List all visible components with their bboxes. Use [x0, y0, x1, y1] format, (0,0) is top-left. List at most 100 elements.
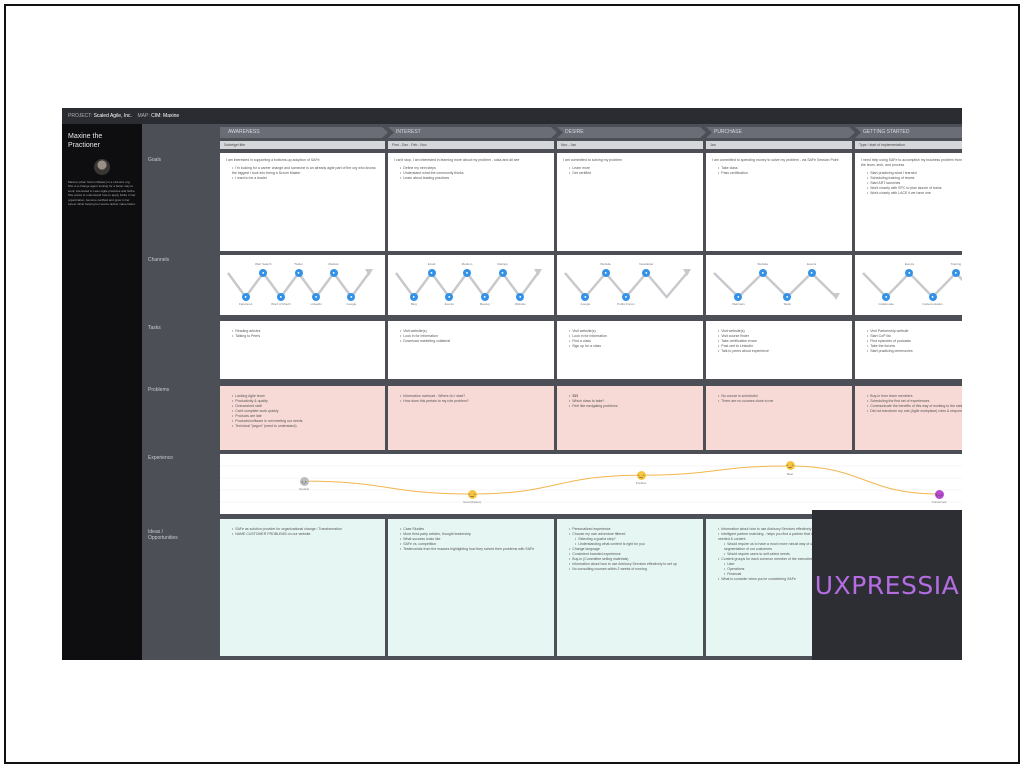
channel-icon[interactable]: ●: [622, 293, 630, 301]
channel-icon[interactable]: ●: [498, 269, 507, 277]
goal-card[interactable]: I need help using SAFe to accomplish my …: [855, 153, 962, 251]
list-item: Content groups for each common member of…: [718, 557, 846, 562]
stage-interest[interactable]: INTEREST: [388, 127, 557, 138]
task-card[interactable]: Reading articlesTalking to Peers: [220, 321, 385, 379]
channel-icon[interactable]: ●: [783, 293, 792, 301]
idea-card[interactable]: SAFe as solution provider for organizati…: [220, 519, 385, 656]
channel-label: Word of Mouth: [271, 302, 291, 306]
channel-icon[interactable]: ●: [347, 293, 356, 301]
task-card[interactable]: Visit Partnership websiteStart CoP listF…: [855, 321, 962, 379]
channel-icon[interactable]: ●: [427, 269, 436, 277]
list-item: Start CoP list: [867, 334, 962, 339]
channel-icon[interactable]: ●: [951, 269, 960, 277]
channel-icon[interactable]: ●: [601, 269, 610, 277]
channel-icon[interactable]: ●: [581, 293, 590, 301]
channel-icon[interactable]: ●: [905, 269, 914, 277]
problem-card[interactable]: Information overload - Where do I start?…: [388, 386, 554, 450]
card-intro: I am interested in supporting a bottoms-…: [226, 158, 320, 162]
list-item: Case Studies: [400, 527, 548, 532]
experience-label: Best: [786, 471, 793, 476]
list-item: SAFe as solution provider for organizati…: [232, 527, 379, 532]
task-card[interactable]: Visit website(s)Look in for informationD…: [388, 321, 554, 379]
stage-awareness[interactable]: AWARENESS: [220, 127, 388, 138]
list-item: No course is scheduled: [718, 394, 846, 399]
journey-map-app: PROJECT: Scaled Agile, Inc. MAP: CIM: Ma…: [62, 108, 962, 660]
channel-icon[interactable]: ●: [516, 293, 525, 301]
channel-icon[interactable]: ●: [329, 269, 338, 277]
list-item: I want to be a leader: [232, 176, 379, 181]
happy-emoji-icon[interactable]: ^‿^: [785, 461, 795, 471]
card-intro: I can't stop, I am interested in learnin…: [394, 158, 520, 162]
list-item: Talking to Peers: [232, 334, 379, 339]
list-item: Take certification exam: [718, 339, 846, 344]
idea-card[interactable]: Personalized experienceChoose my own adv…: [557, 519, 703, 656]
arrow-icon: [534, 269, 542, 276]
goal-card[interactable]: I can't stop, I am interested in learnin…: [388, 153, 554, 251]
happy-emoji-icon[interactable]: ^‿^: [636, 470, 646, 480]
list-item: Which class to take?: [569, 399, 697, 404]
stage-subtitle: Jan: [706, 141, 852, 149]
stage-purchase[interactable]: PURCHASE: [706, 127, 855, 138]
channel-icon[interactable]: ●: [463, 269, 471, 277]
channel-card: ●Blog●Email●Events●Medium●Meetup●Ratings…: [388, 255, 554, 315]
channel-icon[interactable]: ●: [928, 293, 937, 301]
channel-icon[interactable]: ●: [445, 293, 454, 301]
arrow-icon: [832, 293, 840, 300]
channel-card: ●Collaborate●Events●Implementation●Train…: [855, 255, 962, 315]
problem-card[interactable]: No course is scheduledThere are no cours…: [706, 386, 852, 450]
channel-icon[interactable]: ●: [882, 293, 891, 301]
list-item: Products/software is not meeting our nee…: [232, 419, 379, 424]
list-item: Download marketing collateral: [400, 339, 548, 344]
list-item: Sign up for a class: [569, 344, 697, 349]
list-item: Intelligent partner matching - helps you…: [718, 532, 846, 542]
avatar[interactable]: [94, 159, 110, 175]
channel-icon[interactable]: ●: [312, 293, 321, 301]
row-label-ideas: Ideas / Opportunities: [148, 529, 178, 541]
list-item: Communicate the benefits of this way of …: [867, 404, 962, 409]
list-item: $$$: [569, 394, 697, 399]
list-item: I'm looking for a career change and some…: [232, 166, 379, 176]
card-list: Visit website(s)Look in for informationD…: [394, 329, 548, 344]
channel-path: [713, 271, 840, 300]
stage-desire[interactable]: DESIRE: [557, 127, 706, 138]
list-item: What success looks like: [400, 537, 548, 542]
channel-icon[interactable]: ●: [480, 293, 489, 301]
list-item: Understand what the community thinks: [400, 171, 548, 176]
list-item: Technical "jargon" (need to understand): [232, 424, 379, 429]
persona-name: Maxine the Practioner: [68, 133, 103, 149]
problem-card[interactable]: Buy-in from team membersScheduling the f…: [855, 386, 962, 450]
channel-icon[interactable]: ●: [642, 269, 651, 277]
channel-icon[interactable]: ●: [294, 269, 303, 277]
map-name[interactable]: CIM: Maxine: [151, 113, 180, 119]
stage-getting-started[interactable]: GETTING STARTED: [855, 127, 962, 138]
problem-card[interactable]: $$$Which class to take?Feel like navigat…: [557, 386, 703, 450]
card-list: Visit Partnership websiteStart CoP listF…: [861, 329, 962, 354]
channel-label: Website: [600, 262, 612, 266]
goal-card[interactable]: I am committed to solving my problemLear…: [557, 153, 703, 251]
channel-icon[interactable]: ●: [409, 293, 418, 301]
channel-icon[interactable]: ●: [734, 293, 743, 301]
task-card[interactable]: Visit website(s)Look in for informationF…: [557, 321, 703, 379]
goal-card[interactable]: I am interested in supporting a bottoms-…: [220, 153, 385, 251]
happy-emoji-icon[interactable]: ^‿^: [467, 489, 477, 499]
goal-card[interactable]: I am committed to spending money to solv…: [706, 153, 852, 251]
channel-icon[interactable]: ●: [241, 293, 250, 301]
channel-icon[interactable]: ●: [259, 269, 268, 277]
idea-card[interactable]: Case StudiesMore third-party articles, t…: [388, 519, 554, 656]
channel-icon[interactable]: ●: [807, 269, 816, 277]
channel-label: Webinars: [732, 302, 745, 306]
top-bar: PROJECT: Scaled Agile, Inc. MAP: CIM: Ma…: [62, 108, 962, 124]
channel-label: Public Forum: [617, 302, 635, 306]
channel-label: Events: [444, 302, 454, 306]
channel-card: ●Webinars●Website●Slack●Events: [706, 255, 852, 315]
channel-icon[interactable]: ●: [276, 293, 285, 301]
list-item: Scheduling the first set of experiences: [867, 399, 962, 404]
sad-emoji-icon[interactable]: •︵•: [934, 489, 944, 499]
problem-card[interactable]: Lacking Agile teamProductivity & quality…: [220, 386, 385, 450]
channel-icon[interactable]: ●: [758, 269, 767, 277]
neutral-emoji-icon[interactable]: •_•: [299, 476, 309, 486]
project-name[interactable]: Scaled Agile, Inc.: [93, 113, 132, 119]
task-card[interactable]: Visit website(s)Visit course finderTake …: [706, 321, 852, 379]
list-item: Start ART launches: [867, 181, 962, 186]
uxpressia-logo: UXPRESSIA: [812, 510, 962, 660]
